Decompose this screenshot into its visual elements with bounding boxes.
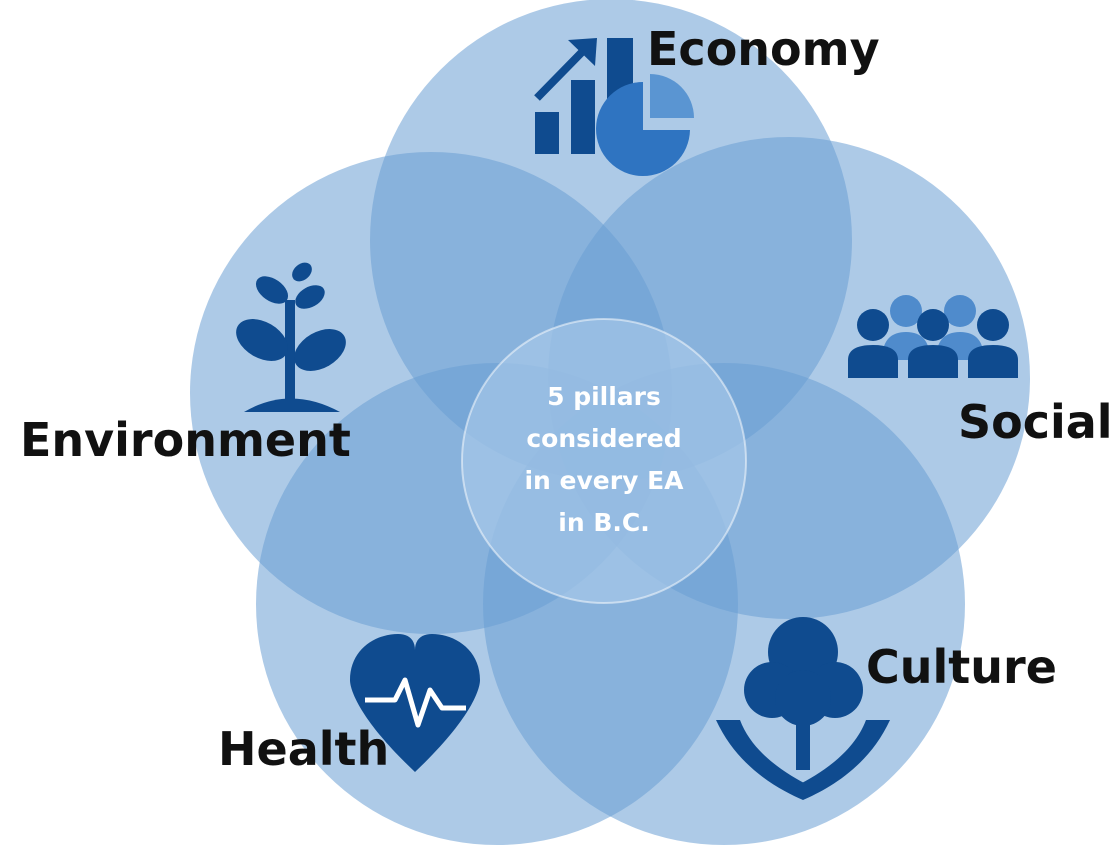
label-social: Social <box>958 395 1113 449</box>
center-text-line-2: considered <box>526 424 681 453</box>
people-icon <box>848 295 1018 378</box>
center-text-line-4: in B.C. <box>558 508 649 537</box>
chart-icon <box>534 38 694 176</box>
label-health: Health <box>218 722 389 776</box>
label-culture: Culture <box>866 640 1057 694</box>
label-environment: Environment <box>20 413 351 467</box>
center-text-line-3: in every EA <box>524 466 684 495</box>
tree-hands-icon <box>716 617 890 800</box>
label-economy: Economy <box>647 22 880 76</box>
center-circle <box>461 318 747 604</box>
heart-pulse-icon <box>350 634 480 772</box>
center-text-line-1: 5 pillars <box>547 382 661 411</box>
plant-icon <box>236 262 346 412</box>
